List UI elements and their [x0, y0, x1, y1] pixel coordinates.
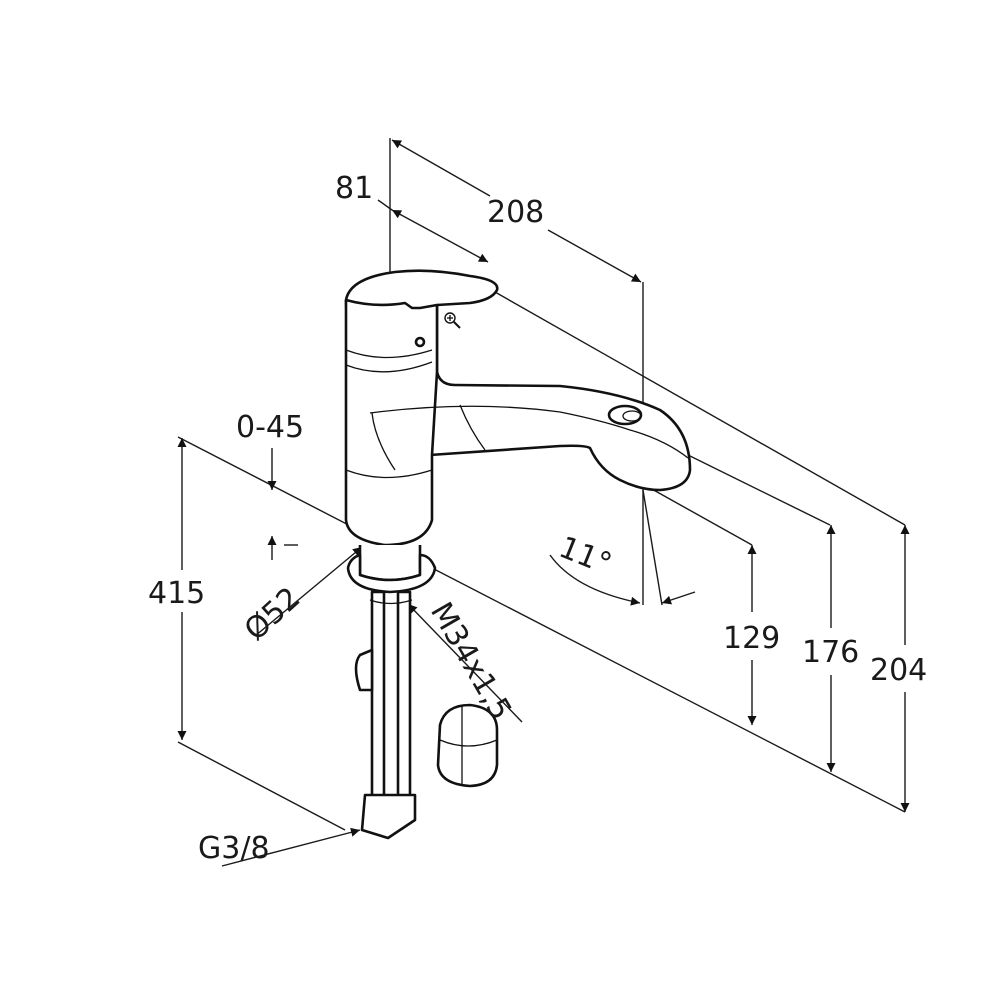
- dim-415: 415: [148, 576, 205, 611]
- dim-176: 176: [802, 635, 859, 670]
- dim-angle-11: 11°: [554, 530, 616, 582]
- extension-lines: [177, 138, 906, 831]
- zoom-in-cursor-icon[interactable]: [444, 312, 461, 329]
- dim-diameter-52: Ø52: [238, 581, 307, 648]
- dim-g3-8: G3/8: [198, 831, 270, 866]
- dimension-lines: [177, 139, 910, 867]
- dim-208: 208: [487, 195, 544, 230]
- dim-81: 81: [335, 171, 373, 206]
- dim-204: 204: [870, 653, 927, 688]
- dim-0-45: 0-45: [236, 410, 304, 445]
- dim-129: 129: [723, 621, 780, 656]
- faucet-body: [344, 269, 692, 840]
